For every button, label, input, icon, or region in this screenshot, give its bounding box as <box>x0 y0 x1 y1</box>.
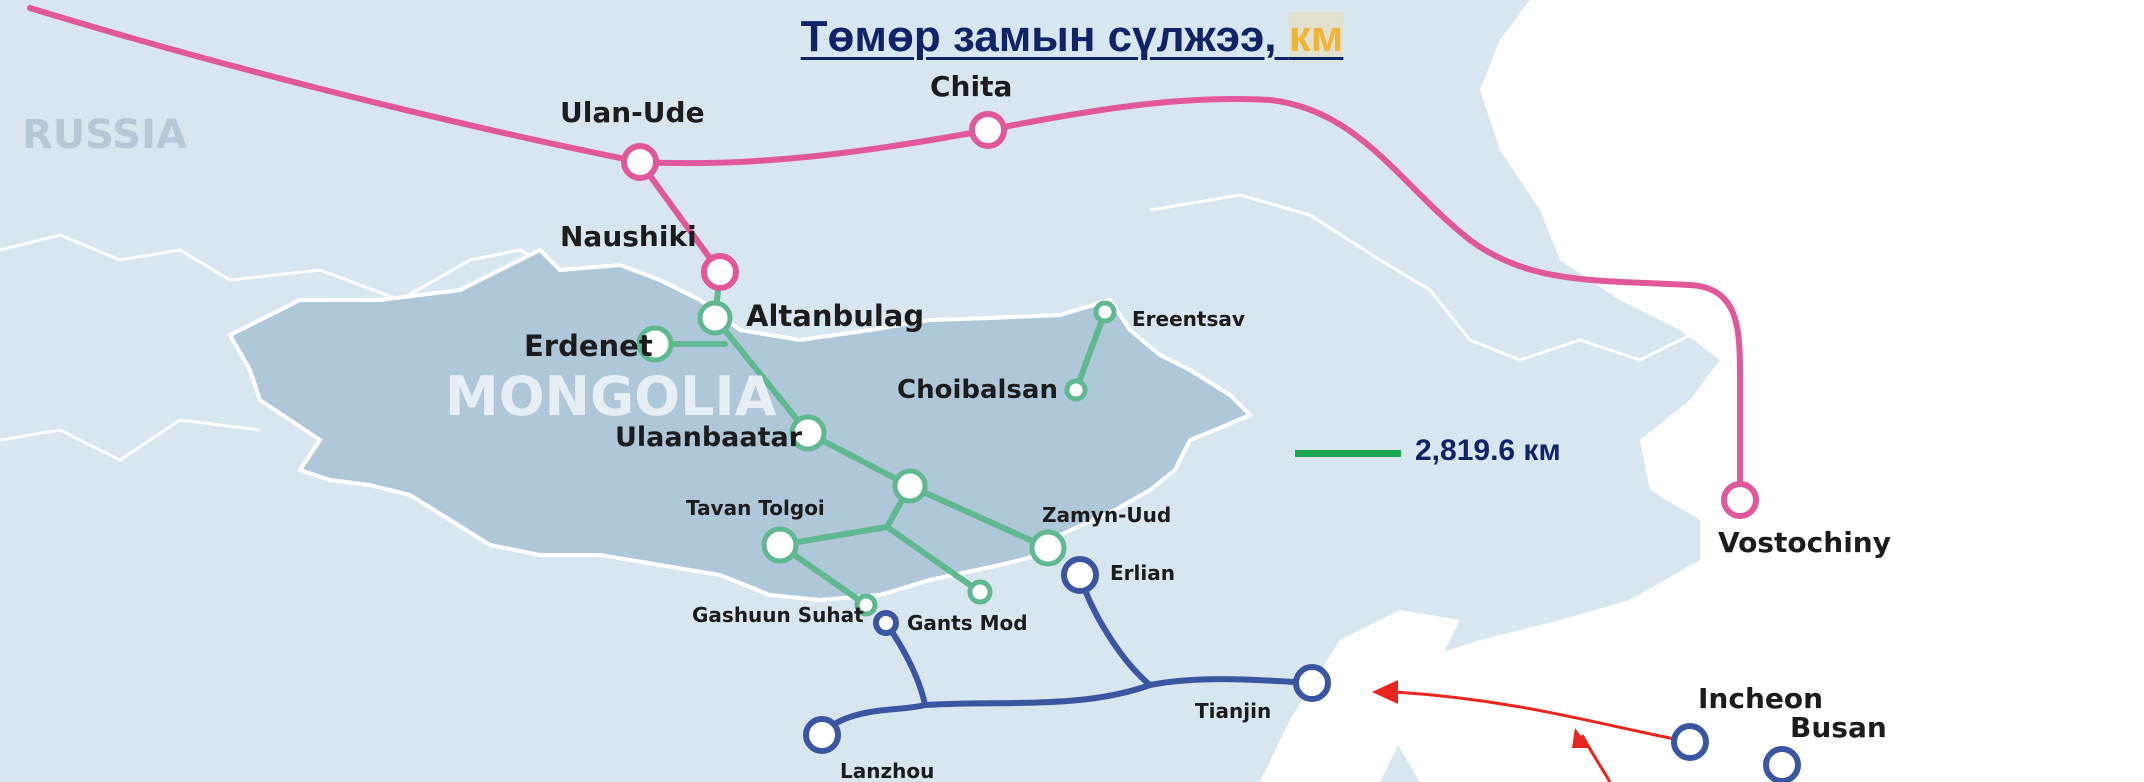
china-korea-stations <box>803 556 1801 782</box>
station-chita[interactable] <box>969 111 1007 149</box>
naushiki-branch <box>637 160 723 274</box>
station-gants-mod[interactable] <box>873 610 899 636</box>
east-asia-land <box>1350 0 2144 782</box>
label-tianjin: Tianjin <box>1195 699 1271 723</box>
label-gants-mod: Gants Mod <box>907 611 1028 635</box>
station-altanbulag[interactable] <box>697 300 733 336</box>
station-junction[interactable] <box>892 468 928 504</box>
station-ulaanbaatar[interactable] <box>789 414 827 452</box>
label-erlian: Erlian <box>1110 561 1175 585</box>
station-busan[interactable] <box>1763 746 1801 782</box>
legend-line-swatch <box>1295 450 1401 457</box>
label-ulan-ude: Ulan-Ude <box>560 96 705 129</box>
map-title: Төмөр замын сүлжээ, км <box>0 12 2144 62</box>
label-altanbulag: Altanbulag <box>746 299 924 333</box>
label-vostochiny: Vostochiny <box>1718 526 1891 559</box>
country-border <box>1149 193 1701 362</box>
station-erlian[interactable] <box>1061 556 1099 594</box>
label-tavan-tolgoi: Tavan Tolgoi <box>686 496 825 520</box>
label-erdenet: Erdenet <box>524 329 653 363</box>
label-choibalsan: Choibalsan <box>897 375 1058 405</box>
russia-stations <box>621 111 1759 519</box>
mongolia-territory <box>227 247 1254 603</box>
station-tianjin[interactable] <box>1293 664 1331 702</box>
station-gants-mod-green[interactable] <box>967 579 993 605</box>
mongolia-stations <box>636 300 1117 617</box>
station-zamyn-uud[interactable] <box>1029 529 1067 567</box>
station-ulan-ude[interactable] <box>621 143 659 181</box>
trans-siberian-railway <box>27 5 1743 503</box>
station-gashuun-suhat[interactable] <box>854 593 878 617</box>
incheon-tianjin-route <box>1394 690 1691 744</box>
country-label-russia: RUSSIA <box>22 112 187 158</box>
arrow-icon <box>1572 728 1590 748</box>
legend-length: 2,819.6 км <box>1415 434 1561 467</box>
title-unit: км <box>1288 12 1344 61</box>
country-border <box>0 233 561 462</box>
station-choibalsan[interactable] <box>1064 378 1088 402</box>
label-zamyn-uud: Zamyn-Uud <box>1042 503 1171 527</box>
station-tavan-tolgoi[interactable] <box>761 526 799 564</box>
label-lanzhou: Lanzhou <box>840 759 934 782</box>
title-main: Төмөр замын сүлжээ, <box>800 12 1289 61</box>
label-busan: Busan <box>1790 711 1887 744</box>
label-gashuun-suhat: Gashuun Suhat <box>692 603 864 627</box>
label-ulaanbaatar: Ulaanbaatar <box>615 422 803 453</box>
country-label-mongolia: MONGOLIA <box>445 365 777 428</box>
label-naushiki: Naushiki <box>560 220 697 253</box>
korea-peninsula <box>1690 545 1870 782</box>
station-vostochiny[interactable] <box>1721 481 1759 519</box>
south-china-land <box>1260 610 1460 782</box>
label-chita: Chita <box>930 70 1012 103</box>
arrow-icon <box>1372 680 1398 704</box>
label-ereentsav: Ereentsav <box>1132 307 1245 331</box>
station-erdenet[interactable] <box>636 325 674 363</box>
station-lanzhou[interactable] <box>803 716 841 754</box>
station-incheon[interactable] <box>1671 723 1709 761</box>
busan-route <box>1580 734 1612 782</box>
station-naushiki[interactable] <box>701 253 739 291</box>
label-incheon: Incheon <box>1698 682 1823 715</box>
station-ereentsav[interactable] <box>1093 300 1117 324</box>
